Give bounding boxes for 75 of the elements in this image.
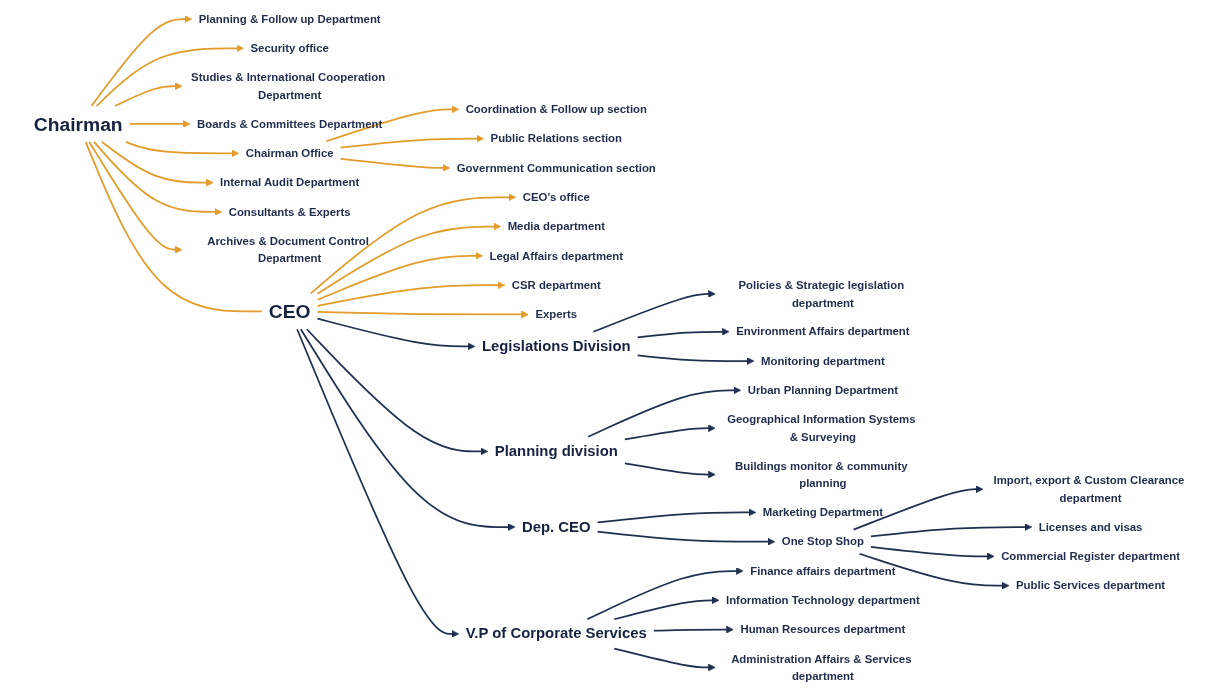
- node-text: Planning & Follow up Department: [198, 12, 381, 26]
- node-text: Legal Affairs department: [489, 249, 624, 263]
- arrow: [652, 625, 734, 634]
- arrow: [636, 354, 755, 365]
- arrow: [870, 523, 1033, 538]
- arrow: [316, 281, 506, 307]
- node-text: Administration Affairs & Services department: [731, 652, 912, 683]
- arrow: [339, 134, 484, 149]
- node-text: Chairman: [33, 113, 123, 135]
- arrow: [870, 546, 995, 561]
- node-text: Dep. CEO: [522, 518, 591, 536]
- node-text: Import, export & Custom Clearance department: [993, 473, 1185, 505]
- arrow: [90, 15, 193, 107]
- arrow: [95, 44, 244, 107]
- arrow: [309, 193, 517, 295]
- arrow: [296, 328, 460, 638]
- node-text: Public Relations section: [490, 131, 623, 145]
- node-text: Archives & Document Control Department: [207, 234, 369, 265]
- node-text: Security office: [250, 41, 329, 55]
- arrow: [128, 120, 191, 128]
- node-text: Finance affairs department: [750, 564, 896, 578]
- arrow: [858, 552, 1010, 590]
- arrow: [613, 647, 716, 672]
- arrow: [592, 290, 716, 333]
- arrow: [124, 141, 240, 158]
- node-text: Policies & Strategic legislation department: [738, 278, 905, 309]
- node-text: Geographical Information Systems & Surveying: [727, 412, 916, 444]
- arrow: [325, 105, 459, 143]
- node-text: Boards & Committees Department: [197, 117, 383, 131]
- node-text: Urban Planning Department: [747, 383, 899, 397]
- arrow: [101, 141, 214, 187]
- node-text: V.P of Corporate Services: [465, 625, 647, 642]
- arrow: [339, 158, 451, 172]
- node-text: Monitoring department: [760, 354, 885, 368]
- arrow: [613, 596, 720, 621]
- node-text: Human Resources department: [740, 622, 906, 636]
- arrow: [316, 222, 501, 295]
- arrow: [623, 462, 716, 479]
- arrow: [114, 82, 183, 107]
- arrow: [852, 485, 984, 531]
- node-text: Licenses and visas: [1038, 520, 1143, 534]
- node-text: CEO’s office: [522, 190, 590, 204]
- arrow: [93, 141, 223, 216]
- node-text: CSR department: [511, 278, 601, 292]
- arrow: [299, 328, 516, 531]
- arrow: [88, 141, 183, 254]
- node-text: Coordination & Follow up section: [465, 102, 647, 116]
- arrow: [305, 328, 489, 456]
- node-text: Studies & International Cooperation Department: [191, 70, 386, 102]
- arrow: [636, 327, 730, 339]
- arrow: [586, 567, 744, 621]
- arrow: [316, 252, 483, 301]
- arrow: [316, 310, 529, 319]
- node-text: CEO: [268, 300, 311, 323]
- node-text: Buildings monitor & community planning: [735, 459, 908, 490]
- node-text: Planning division: [494, 442, 618, 460]
- node-text: Marketing Department: [762, 505, 883, 519]
- node-text: Chairman Office: [245, 146, 334, 160]
- node-text: Legislations Division: [481, 337, 631, 355]
- node-text: Media department: [507, 219, 605, 233]
- connector: [84, 141, 263, 313]
- arrow: [596, 530, 776, 546]
- node-text: Experts: [535, 307, 578, 321]
- node-text: Commercial Register department: [1001, 549, 1180, 563]
- node-text: One Stop Shop: [781, 534, 864, 549]
- node-text: Public Services department: [1015, 578, 1166, 592]
- node-text: Consultants & Experts: [228, 205, 351, 219]
- arrow: [587, 386, 742, 438]
- node-text: Government Communication section: [456, 161, 656, 175]
- arrow: [316, 317, 476, 351]
- arrow: [623, 424, 716, 441]
- node-text: Environment Affairs department: [736, 324, 910, 339]
- arrow: [596, 508, 757, 524]
- node-text: Internal Audit Department: [220, 175, 360, 189]
- node-text: Information Technology department: [726, 593, 920, 607]
